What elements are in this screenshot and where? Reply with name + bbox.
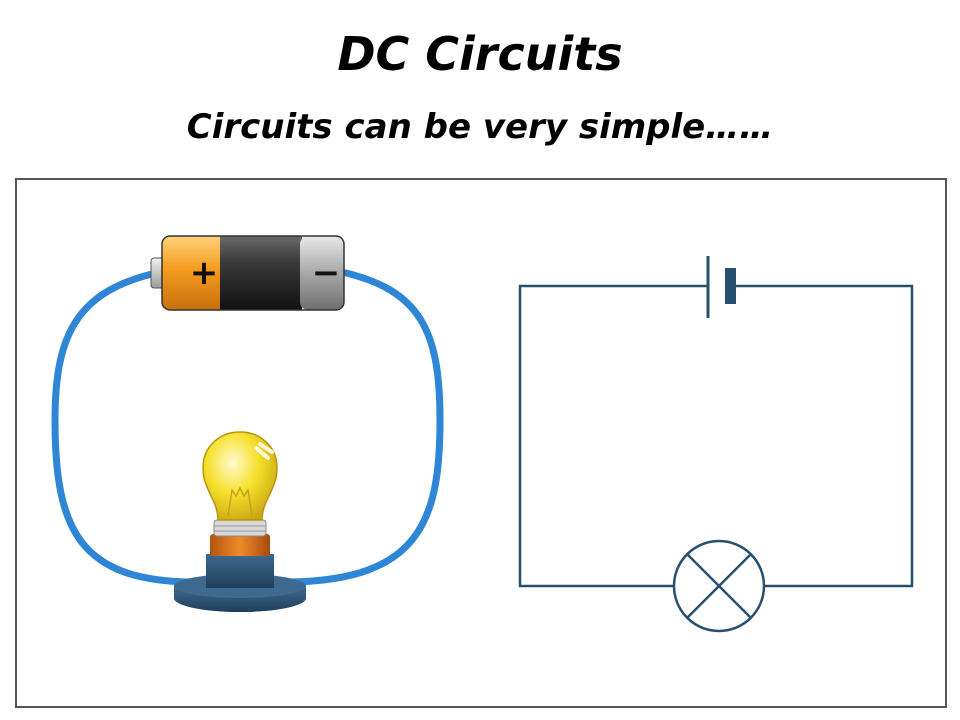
bulb-holder (206, 554, 274, 588)
bulb-socket (210, 534, 270, 556)
wire-loop (51, 268, 444, 586)
battery-positive-label: + (190, 253, 219, 293)
bulb-glass (202, 431, 278, 521)
schematic-wire-top-right (736, 284, 914, 588)
battery: + − (150, 235, 345, 311)
battery-negative-label: − (312, 253, 341, 293)
battery-body (220, 236, 302, 310)
schematic-diagram (518, 256, 914, 633)
slide-title: DC Circuits (337, 27, 623, 81)
battery-negative-cap (300, 236, 344, 310)
lamp-symbol (672, 539, 766, 633)
schematic-wire-top-left (518, 284, 708, 588)
cell-short-plate (725, 268, 736, 304)
battery-positive-cap (162, 236, 226, 310)
slide-subtitle: Circuits can be very simple…… (186, 107, 774, 147)
light-bulb (174, 431, 306, 612)
